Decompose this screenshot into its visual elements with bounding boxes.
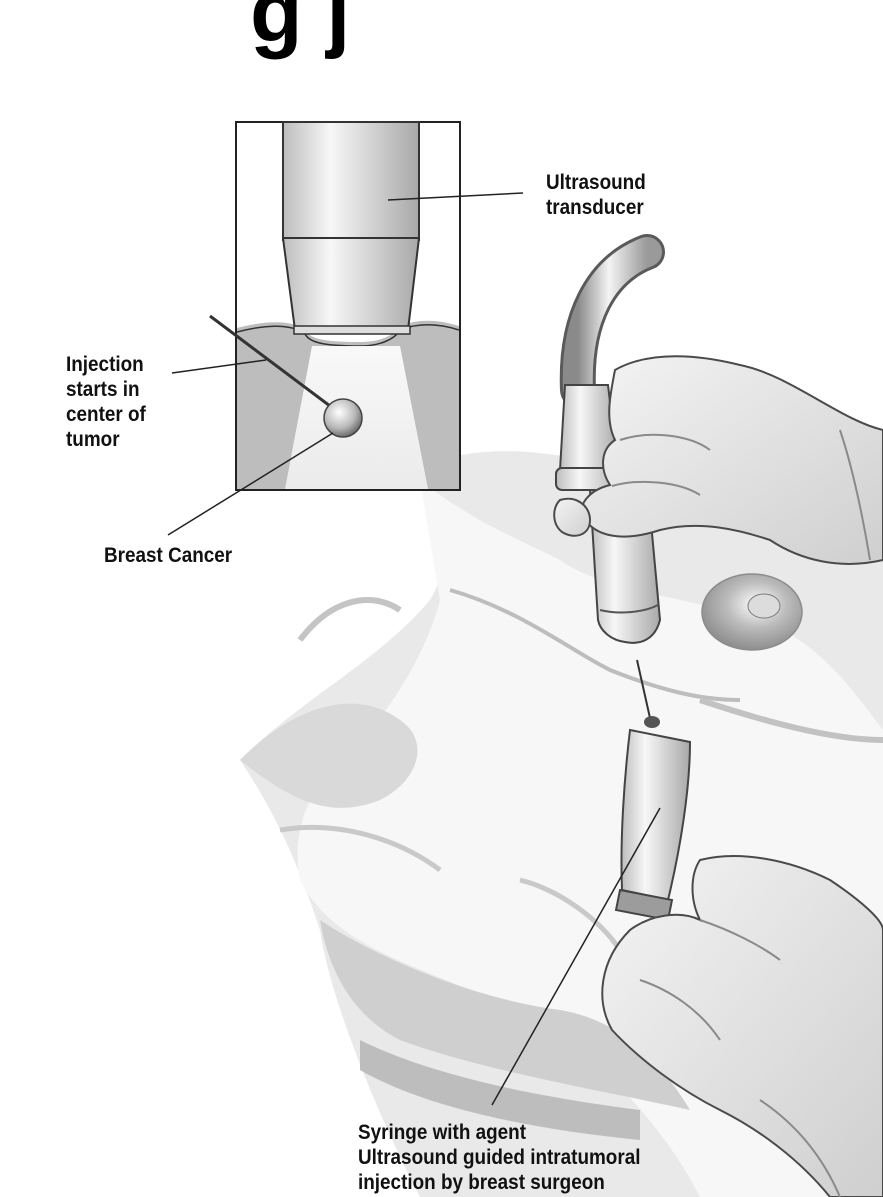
label-line: Ultrasound [546, 170, 646, 195]
nipple [702, 574, 802, 650]
inset-box [210, 122, 460, 490]
label-line: transducer [546, 195, 646, 220]
label-line: Injection [66, 352, 146, 377]
label-line: Ultrasound guided intratumoral [358, 1145, 640, 1170]
ultrasound-transducer-label: Ultrasound transducer [546, 170, 646, 220]
breast-cancer-label: Breast Cancer [104, 543, 232, 568]
label-line: center of [66, 402, 146, 427]
label-line: Syringe with agent [358, 1120, 640, 1145]
label-line: tumor [66, 427, 146, 452]
label-line: starts in [66, 377, 146, 402]
label-line: injection by breast surgeon [358, 1170, 640, 1195]
injection-start-label: Injection starts in center of tumor [66, 352, 146, 452]
title-fragment: g j [250, 0, 350, 62]
syringe-caption: Syringe with agent Ultrasound guided int… [358, 1120, 640, 1195]
